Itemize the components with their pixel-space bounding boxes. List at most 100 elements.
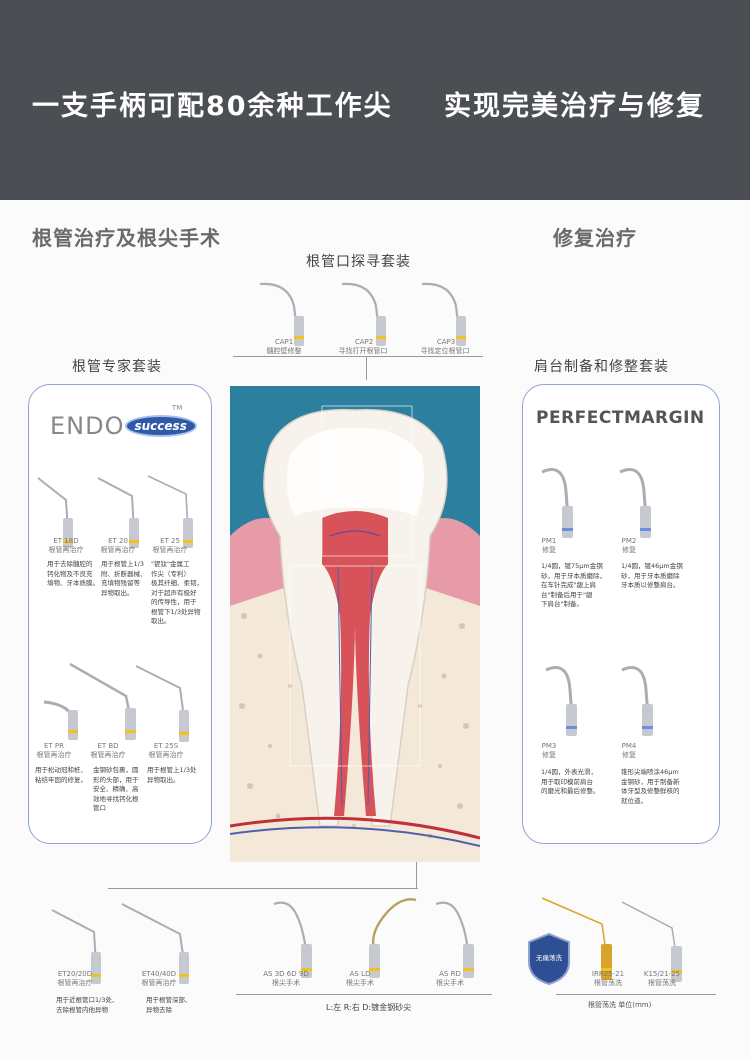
perfectmargin-logo: PERFECTMARGIN bbox=[536, 408, 705, 428]
as-rd-use: 根尖手术 bbox=[436, 979, 464, 987]
irr-kit-baseline bbox=[556, 994, 716, 995]
cap2-code: CAP2 bbox=[354, 338, 374, 346]
pm4-code: PM4 bbox=[621, 742, 637, 750]
irr25-tip-icon bbox=[541, 897, 612, 980]
pm3-desc: 1/4圆，外表光滑， 用于取印模前肩台 的磨光和最后修整。 bbox=[541, 768, 600, 795]
painless-badge-icon bbox=[528, 932, 570, 986]
et20-code: ET 20 bbox=[108, 537, 128, 545]
painless-badge-text: 无痛荡洗 bbox=[536, 954, 562, 962]
endo-kit-panel bbox=[28, 384, 212, 844]
et20-20d-desc: 用于近根管口1/3处、 去除根管内他异物 bbox=[56, 996, 119, 1014]
pm3-tip-icon bbox=[545, 666, 577, 736]
et20-tip-icon bbox=[97, 477, 139, 548]
pm1-tip-icon bbox=[541, 468, 573, 538]
pm1-use: 修复 bbox=[542, 546, 556, 554]
et25s-desc: 用于根管上1/3处 异物取出。 bbox=[147, 766, 197, 784]
et18d-use: 根管再治疗 bbox=[48, 546, 84, 554]
pm4-use: 修复 bbox=[622, 751, 636, 759]
perfectmargin-panel bbox=[522, 384, 720, 844]
irrigation-unit-label: 根管荡洗 单位(mm) bbox=[588, 1001, 652, 1009]
as-ld-tip-icon bbox=[369, 898, 417, 978]
cap3-code: CAP3 bbox=[436, 338, 456, 346]
bottom-connector-h bbox=[108, 888, 418, 889]
as-rd-code: AS RD bbox=[439, 970, 461, 978]
etpr-desc: 用于松动冠和桩、 粘结牢固的修复。 bbox=[35, 766, 87, 784]
cap1-tip-icon bbox=[259, 282, 304, 346]
cap-kit-connector bbox=[366, 356, 367, 380]
k15-use: 根管荡洗 bbox=[648, 979, 676, 987]
as-ld-use: 根尖手术 bbox=[346, 979, 374, 987]
cap-kit-title: 根管口探寻套装 bbox=[306, 254, 411, 270]
et40-40d-use: 根管再治疗 bbox=[141, 979, 177, 987]
cap3-desc: 寻找定位根管口 bbox=[420, 347, 470, 355]
as-3d-tip-icon bbox=[273, 901, 312, 978]
irr25-code: IRR25-21 bbox=[591, 970, 625, 978]
as-rd-tip-icon bbox=[435, 901, 474, 978]
et18d-code: ET 18D bbox=[53, 537, 79, 545]
cap2-tip-icon bbox=[341, 282, 386, 346]
cap3-tip-icon bbox=[421, 282, 466, 346]
endo-logo-text: ENDO bbox=[50, 412, 125, 440]
pm2-desc: 1/4圆，镀46μm金钢 砂，用于牙本质磨除 牙本质以修整肩台。 bbox=[621, 562, 683, 589]
etbd-use: 根管再治疗 bbox=[90, 751, 126, 759]
et20-desc: 用于根管上1/3 附、折断器械、 充填物残留等 异物取出。 bbox=[101, 560, 147, 597]
k15-code: K15/21-25 bbox=[643, 970, 681, 978]
et25-desc: "铌钛"金属工 作尖（专利） 极其纤细、柔韧， 对于超声有极好 的传导性，用于 … bbox=[151, 560, 203, 625]
section-title-restorative: 修复治疗 bbox=[553, 226, 637, 250]
et25-code: ET 25 bbox=[160, 537, 180, 545]
pm1-desc: 1/4圆，镀75μm金钢 砂，用于牙本质磨除， 在车针完成"龈上肩 台"制备后用… bbox=[541, 562, 606, 608]
tooth-illustration bbox=[230, 386, 480, 862]
header-banner: 一支手柄可配80余种工作尖 实现完美治疗与修复 bbox=[0, 0, 750, 200]
etpr-tip-icon bbox=[43, 700, 78, 740]
section-title-endo: 根管治疗及根尖手术 bbox=[32, 226, 221, 250]
et20-20d-use: 根管再治疗 bbox=[57, 979, 93, 987]
et40-40d-tip-icon bbox=[121, 903, 189, 984]
irr25-use: 根管荡洗 bbox=[594, 979, 622, 987]
et18d-desc: 用于去除髓腔的 钙化物及不良充 填物、牙本质膜。 bbox=[47, 560, 99, 587]
banner-headline-left: 一支手柄可配80余种工作尖 bbox=[32, 91, 393, 122]
as-ld-code: AS LD bbox=[349, 970, 371, 978]
et25-use: 根管再治疗 bbox=[152, 546, 188, 554]
et20-20d-tip-icon bbox=[51, 909, 101, 984]
trademark-mark: TM bbox=[172, 404, 183, 412]
success-logo-badge: success bbox=[124, 415, 197, 437]
cap1-code: CAP1 bbox=[274, 338, 294, 346]
et40-40d-desc: 用于根管深部、 异物去除 bbox=[146, 996, 192, 1014]
et25s-tip-icon bbox=[135, 665, 189, 742]
banner-headline-right: 实现完美治疗与修复 bbox=[444, 91, 705, 122]
et25s-code: ET 25S bbox=[153, 742, 179, 750]
et25-tip-icon bbox=[147, 475, 193, 548]
pm4-desc: 锥形尖端喷涂46μm 金钢砂，用于制备新 体牙型及修整鲜核的 就位道。 bbox=[621, 768, 680, 805]
et20-use: 根管再治疗 bbox=[100, 546, 136, 554]
endo-kit-title: 根管专家套装 bbox=[72, 359, 162, 375]
cap1-desc: 髓腔壁修整 bbox=[266, 347, 302, 355]
as-3d-code: AS 3D 6D 9D bbox=[263, 970, 309, 978]
et20-20d-code: ET20/20D bbox=[57, 970, 93, 978]
as-3d-use: 根尖手术 bbox=[272, 979, 300, 987]
pm2-code: PM2 bbox=[621, 537, 637, 545]
etpr-use: 根管再治疗 bbox=[36, 751, 72, 759]
etbd-desc: 金钢砂包裹，圆 形的头部，用于 安全、精确、高 效地寻找钙化根 管口 bbox=[93, 766, 139, 812]
et18d-tip-icon bbox=[37, 477, 73, 548]
et25s-use: 根管再治疗 bbox=[148, 751, 184, 759]
cap2-desc: 寻找打开根管口 bbox=[338, 347, 388, 355]
pm1-code: PM1 bbox=[541, 537, 557, 545]
pm3-use: 修复 bbox=[542, 751, 556, 759]
as-kit-baseline bbox=[236, 994, 492, 995]
etbd-code: ET BD bbox=[97, 742, 119, 750]
cap-kit-baseline bbox=[233, 356, 483, 357]
pm-kit-title: 肩台制备和修整套装 bbox=[534, 359, 669, 375]
pm4-tip-icon bbox=[621, 666, 653, 736]
legend-footnote: L:左 R:右 D:镀金钢砂尖 bbox=[326, 1003, 412, 1012]
et40-40d-code: ET40/40D bbox=[141, 970, 177, 978]
pm2-tip-icon bbox=[619, 468, 651, 538]
bottom-connector bbox=[416, 862, 417, 888]
k15-tip-icon bbox=[621, 901, 682, 982]
etpr-code: ET PR bbox=[43, 742, 64, 750]
pm2-use: 修复 bbox=[622, 546, 636, 554]
tooth-anatomy-svg bbox=[230, 405, 480, 862]
etbd-tip-icon bbox=[69, 662, 136, 740]
pm3-code: PM3 bbox=[541, 742, 557, 750]
